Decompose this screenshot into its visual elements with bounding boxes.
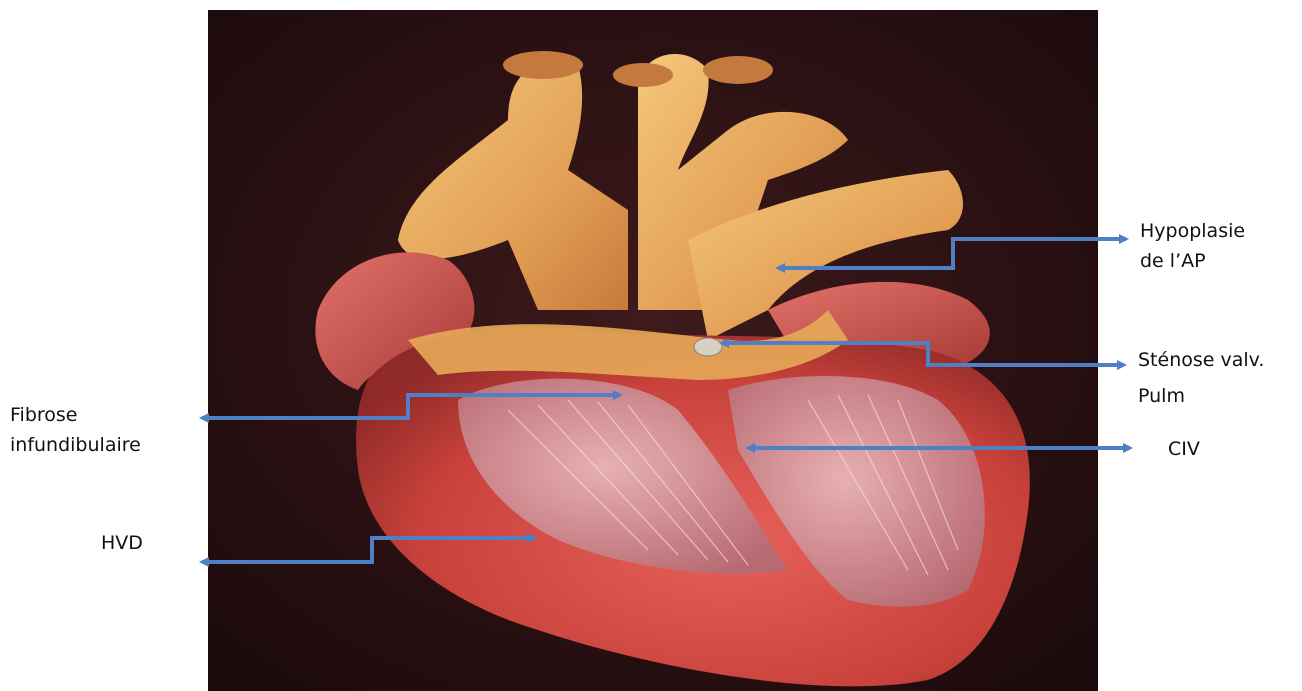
label-stenose-line2: Pulm [1138,378,1264,414]
label-hvd: HVD [101,528,143,558]
label-civ: CIV [1168,434,1200,464]
label-fibrose-line1: Fibrose [10,400,141,430]
label-stenose-valv-pulm: Sténose valv. Pulm [1138,342,1264,414]
label-fibrose-infundibulaire: Fibrose infundibulaire [10,400,141,460]
label-stenose-line1: Sténose valv. [1138,342,1264,378]
arrow-stenose-valv-pulm [722,343,1124,365]
label-hypoplasie-line2: de l’AP [1140,246,1245,276]
label-hypoplasie-line1: Hypoplasie [1140,216,1245,246]
arrow-hvd [202,538,534,562]
label-hypoplasie-ap: Hypoplasie de l’AP [1140,216,1245,276]
arrow-fibrose-infundibulaire [202,395,620,418]
label-fibrose-line2: infundibulaire [10,430,141,460]
arrow-hypoplasie-ap [778,239,1126,268]
